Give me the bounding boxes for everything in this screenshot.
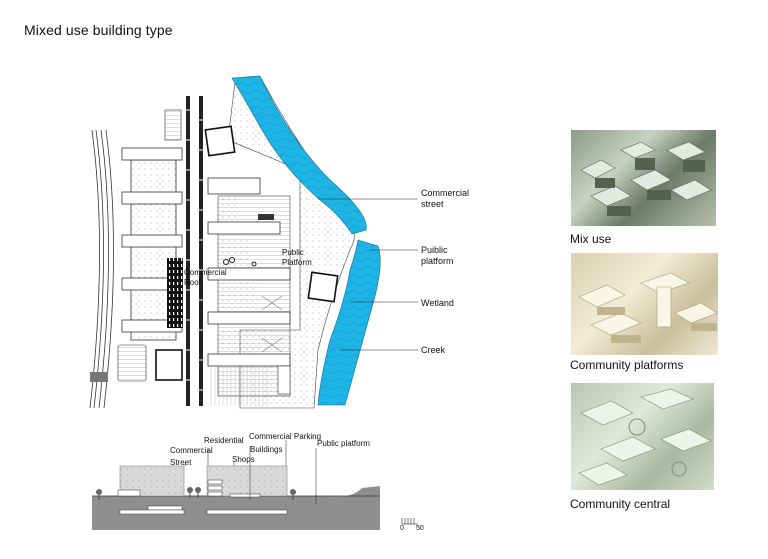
section-label-residential: Residential <box>204 436 244 445</box>
left-building-block <box>117 109 183 382</box>
callout-commercial-street: Commercial street <box>421 188 469 210</box>
scale-zero: 0 <box>400 525 404 532</box>
caption-community-platforms: Community platforms <box>570 358 684 372</box>
section-label-buildings: Buildings <box>250 445 283 454</box>
callout-creek: Creek <box>421 345 445 356</box>
wetland-area <box>227 79 356 409</box>
callout-line1: Commercial <box>421 188 470 198</box>
photo-mix-use <box>571 130 716 226</box>
section-label-commercial: Commercial <box>170 446 213 455</box>
label-public-platform: Public Platform <box>282 248 312 268</box>
section-label-street: Street <box>170 458 192 467</box>
callout-line2: platform <box>421 256 454 266</box>
caption-mix-use: Mix use <box>570 232 612 246</box>
callout-wetland: Wetland <box>421 298 454 309</box>
caption-community-central: Community central <box>570 497 671 511</box>
callout-line1: Creek <box>421 345 446 355</box>
label-line2: Roof <box>184 278 201 287</box>
tree-rows <box>186 96 203 406</box>
section-drawing <box>92 440 380 530</box>
label-line2: Platform <box>282 258 312 267</box>
road-curve <box>89 129 114 409</box>
section-label-public-platform: Public platform <box>317 439 370 448</box>
scale-fifty: 50 <box>416 525 424 532</box>
label-line1: Commercial <box>184 268 227 277</box>
callout-line1: Puiblic <box>421 245 448 255</box>
right-building-block <box>207 177 291 406</box>
label-line1: Public <box>282 248 304 257</box>
callout-line2: street <box>421 199 444 209</box>
photo-community-central <box>571 383 714 490</box>
page-title: Mixed use building type <box>24 22 173 38</box>
callout-public-platform: Puiblic platform <box>421 245 454 267</box>
scale-bar <box>401 518 418 525</box>
section-label-commercial-parking: Commercial Parking <box>249 432 322 441</box>
road-crossing <box>90 372 108 382</box>
photo-community-platforms <box>571 253 718 355</box>
section-label-shops: Shops <box>232 455 255 464</box>
label-commercial-roof: Commercial Roof <box>184 268 227 288</box>
callout-lines <box>318 198 418 351</box>
callout-line1: Wetland <box>421 298 454 308</box>
